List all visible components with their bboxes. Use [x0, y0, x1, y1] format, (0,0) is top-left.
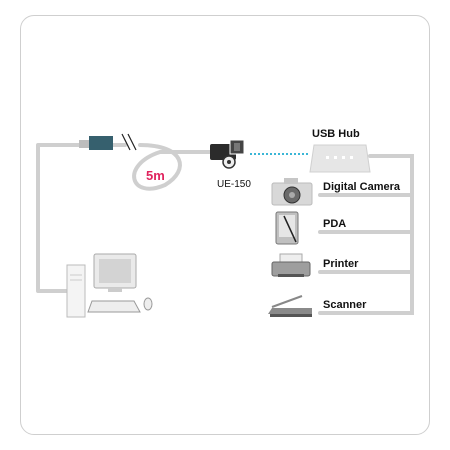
scanner-icon [268, 295, 312, 317]
cable-connector-icon [79, 136, 113, 150]
diagram-frame [20, 15, 430, 435]
cable-break-mark [121, 133, 137, 151]
device-label-printer: Printer [323, 258, 359, 270]
digital-camera-icon [271, 178, 313, 206]
hub-fanout-lines [318, 154, 414, 315]
computer-tower-icon [66, 264, 86, 318]
device-label-pda: PDA [323, 218, 346, 230]
adapter-label: UE-150 [217, 179, 251, 190]
mouse-icon [143, 297, 153, 311]
hub-label: USB Hub [312, 128, 360, 140]
keyboard-icon [87, 300, 141, 313]
ue150-adapter-icon [210, 139, 245, 169]
printer-icon [271, 253, 311, 277]
usb-hub-icon [309, 144, 371, 173]
pda-icon [275, 211, 299, 245]
cable-length-label: 5m [146, 168, 165, 183]
monitor-icon [93, 253, 137, 292]
device-label-camera: Digital Camera [323, 181, 401, 193]
device-label-scanner: Scanner [323, 299, 367, 311]
